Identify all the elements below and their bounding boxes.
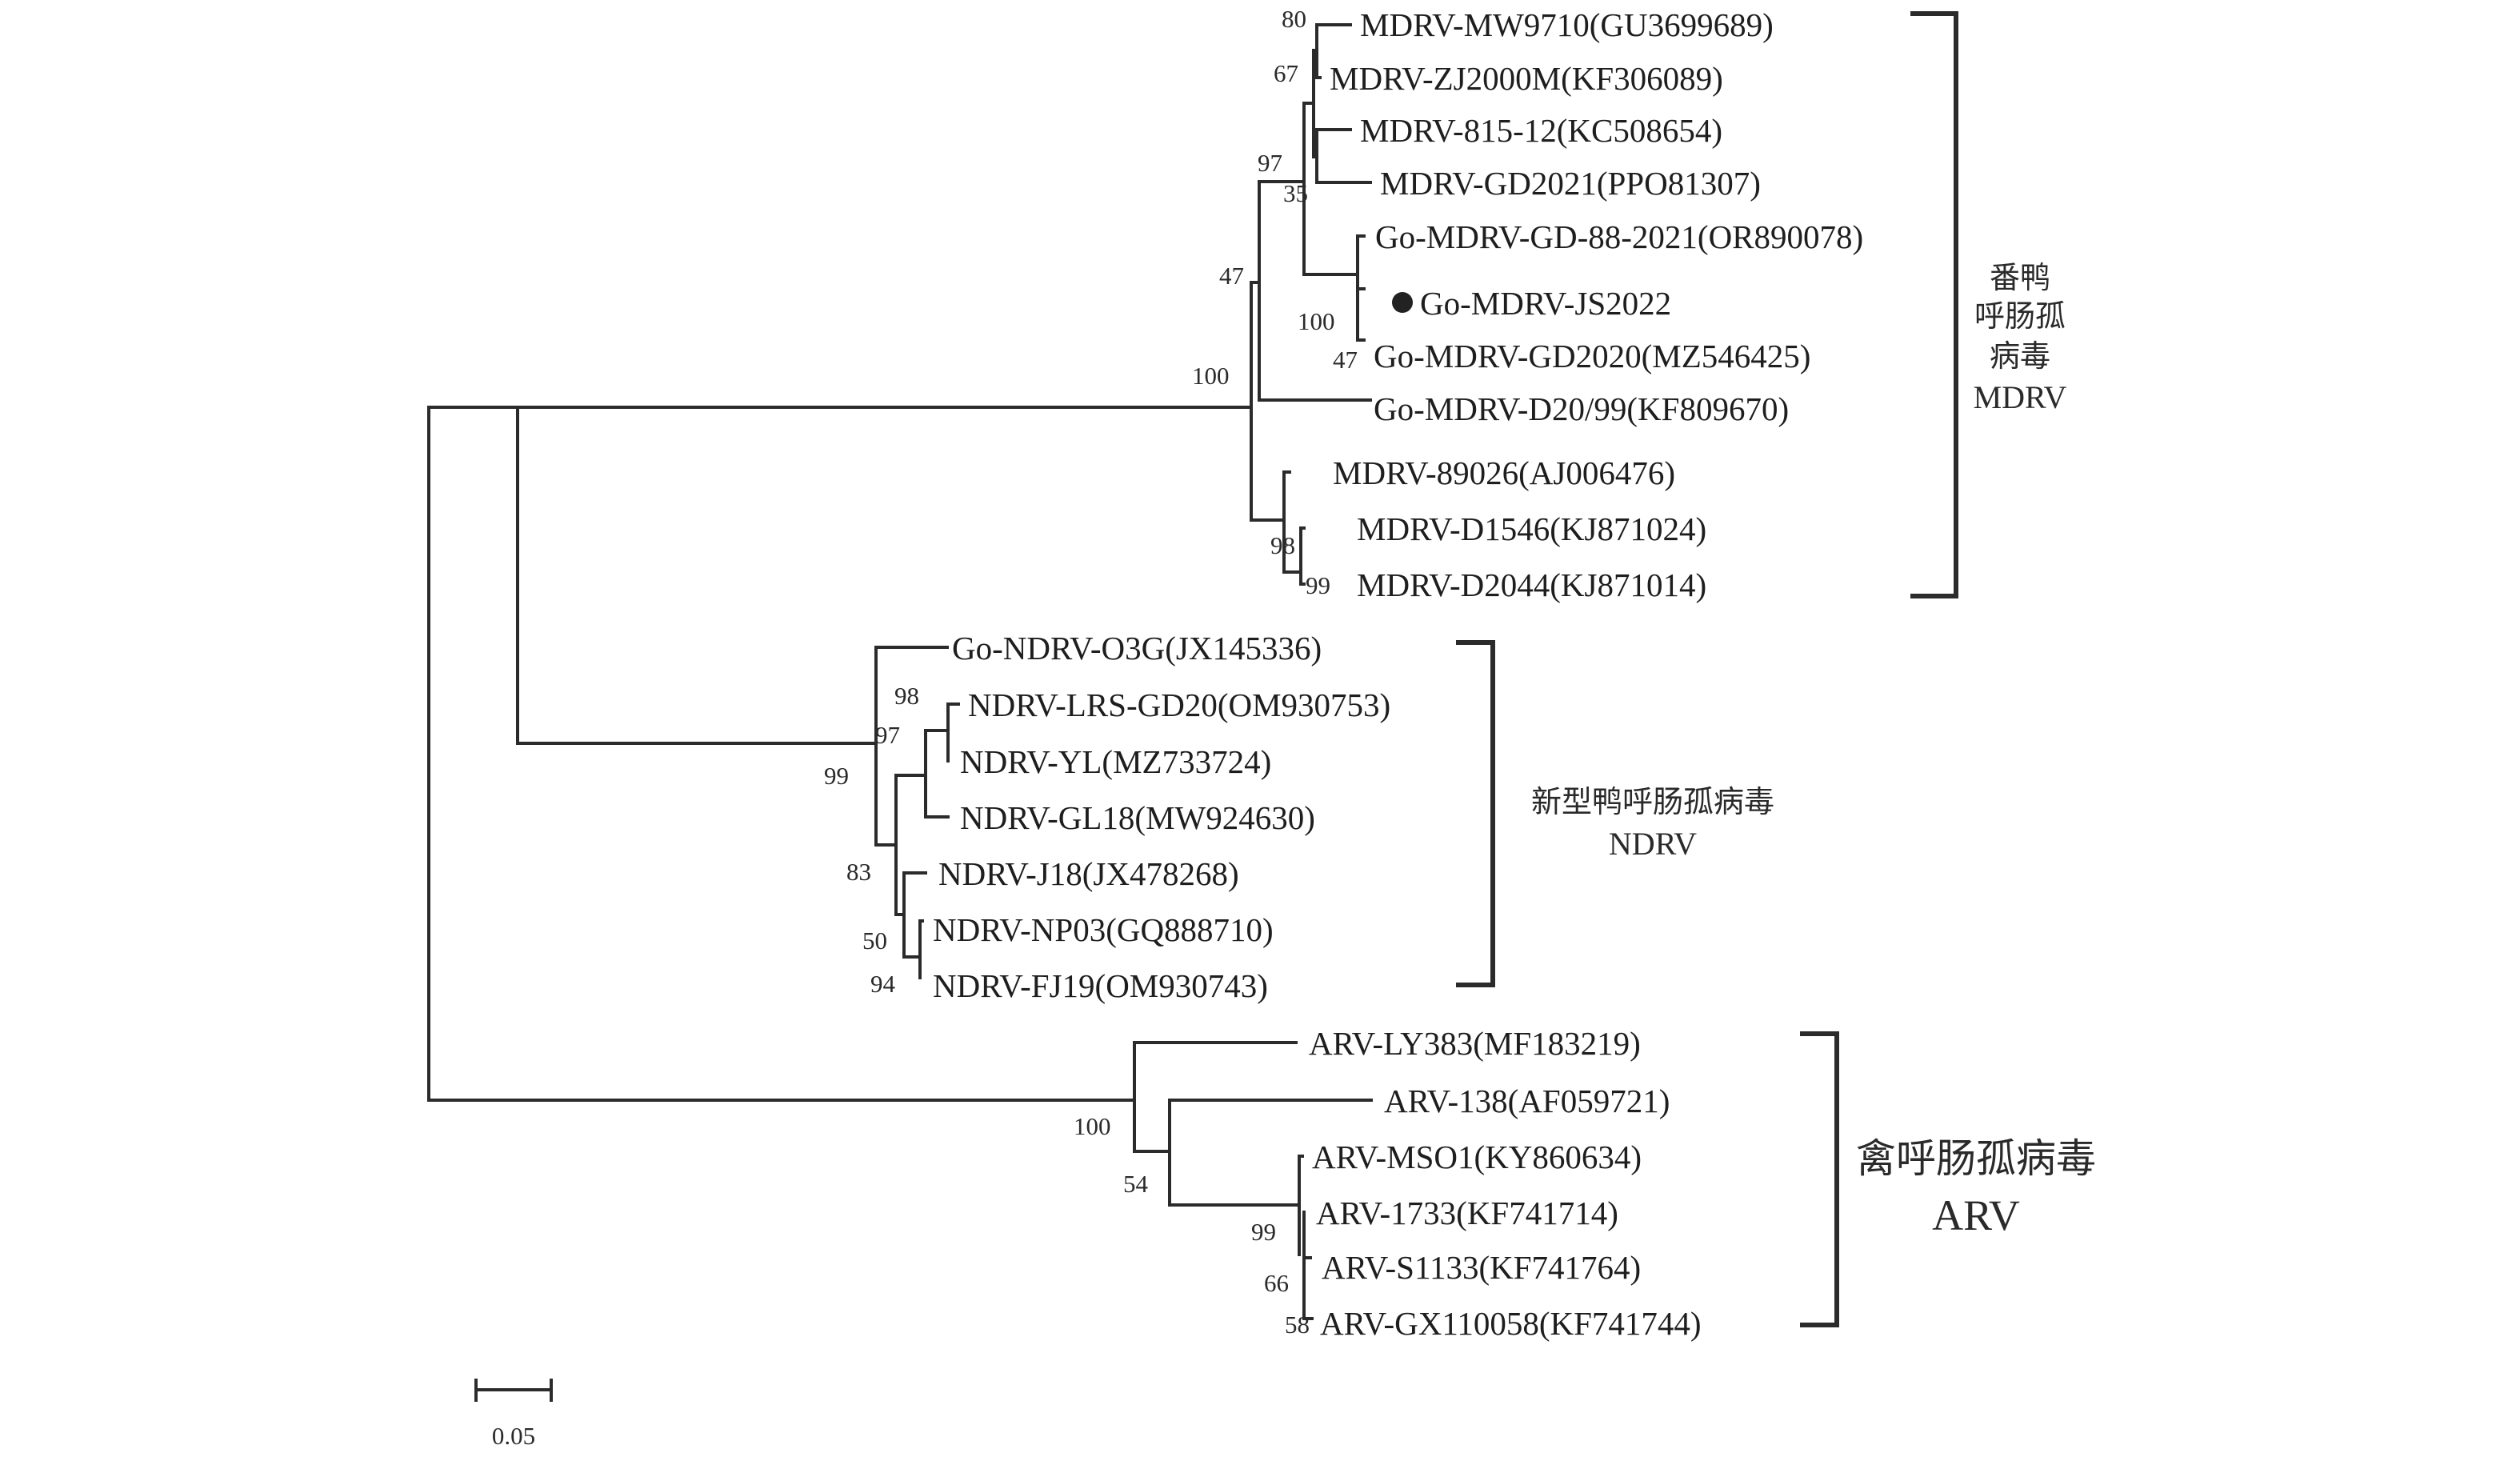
clade-label-line: 新型鸭呼肠孤病毒 [1531, 784, 1774, 819]
bootstrap-value: 47 [1219, 262, 1244, 290]
clade-label-line: 病毒 [1990, 338, 2050, 374]
clade-label-mdrv: 番鸭 呼肠孤 病毒 MDRV [1974, 260, 2067, 415]
bootstrap-value: 67 [1274, 59, 1298, 87]
taxon-label: Go-NDRV-O3G(JX145336) [952, 630, 1322, 666]
clade-label-line: MDRV [1974, 379, 2067, 415]
bootstrap-value: 66 [1264, 1269, 1289, 1297]
bootstrap-value: 100 [1298, 307, 1335, 335]
bootstrap-value: 47 [1333, 346, 1358, 374]
bootstrap-value: 50 [862, 927, 887, 955]
bootstrap-values: 80 67 97 35 47 100 47 100 98 99 98 97 99… [824, 5, 1358, 1339]
clade-bracket-mdrv [1910, 11, 1958, 598]
bootstrap-value: 80 [1282, 5, 1306, 33]
taxon-label: ARV-1733(KF741714) [1316, 1195, 1618, 1231]
scale-bar-line [474, 1379, 553, 1402]
taxon-label: MDRV-MW9710(GU3699689) [1360, 6, 1774, 43]
clade-bracket-ndrv [1456, 640, 1495, 987]
taxon-label: NDRV-NP03(GQ888710) [933, 911, 1274, 948]
taxon-label: ARV-MSO1(KY860634) [1312, 1139, 1642, 1175]
taxon-label: MDRV-D2044(KJ871014) [1357, 566, 1706, 603]
taxon-label: NDRV-FJ19(OM930743) [933, 967, 1268, 1004]
clade-label-line: ARV [1932, 1191, 2020, 1239]
clade-bracket-arv [1800, 1031, 1839, 1327]
taxon-label: MDRV-D1546(KJ871024) [1357, 510, 1706, 547]
clade-label-line: 番鸭 [1990, 260, 2050, 295]
taxon-label: NDRV-LRS-GD20(OM930753) [968, 686, 1390, 723]
taxon-label: ARV-S1133(KF741764) [1322, 1249, 1641, 1286]
clade-label-arv: 禽呼肠孤病毒 ARV [1856, 1135, 2096, 1239]
bootstrap-value: 58 [1285, 1311, 1310, 1339]
clade-label-line: NDRV [1609, 826, 1697, 862]
bootstrap-value: 99 [824, 762, 849, 790]
bootstrap-value: 97 [1258, 149, 1282, 177]
tree-branches [427, 23, 1373, 1320]
taxon-label: NDRV-GL18(MW924630) [960, 799, 1315, 836]
bootstrap-value: 98 [1270, 531, 1295, 559]
taxon-labels: MDRV-MW9710(GU3699689) MDRV-ZJ2000M(KF30… [933, 6, 1863, 1342]
taxon-label: NDRV-YL(MZ733724) [960, 743, 1271, 780]
taxon-label: ARV-GX110058(KF741744) [1320, 1305, 1702, 1342]
taxon-label: Go-MDRV-JS2022 [1420, 285, 1671, 322]
taxon-label: ARV-LY383(MF183219) [1309, 1025, 1641, 1062]
bootstrap-value: 98 [894, 682, 919, 710]
scale-bar: 0.05 [474, 1379, 553, 1450]
bootstrap-value: 99 [1251, 1218, 1276, 1246]
taxon-label: Go-MDRV-GD2020(MZ546425) [1374, 338, 1810, 374]
bootstrap-value: 83 [846, 858, 871, 886]
taxon-label: Go-MDRV-D20/99(KF809670) [1374, 390, 1789, 427]
taxon-label: NDRV-J18(JX478268) [938, 855, 1239, 892]
clade-label-line: 禽呼肠孤病毒 [1856, 1135, 2096, 1182]
bootstrap-value: 100 [1192, 362, 1230, 390]
bootstrap-value: 97 [875, 721, 900, 749]
bootstrap-value: 100 [1074, 1112, 1111, 1140]
taxon-label: MDRV-GD2021(PPO81307) [1380, 165, 1761, 202]
clade-label-line: 呼肠孤 [1974, 298, 2066, 334]
scale-bar-label: 0.05 [492, 1422, 535, 1450]
taxon-label: ARV-138(AF059721) [1384, 1083, 1670, 1119]
bootstrap-value: 54 [1123, 1170, 1149, 1198]
bootstrap-value: 94 [870, 970, 896, 998]
taxon-label: Go-MDRV-GD-88-2021(OR890078) [1375, 218, 1863, 255]
taxon-label: MDRV-815-12(KC508654) [1360, 112, 1722, 149]
highlight-dot-icon [1392, 292, 1413, 313]
clade-label-ndrv: 新型鸭呼肠孤病毒 NDRV [1531, 784, 1774, 862]
taxon-label: MDRV-89026(AJ006476) [1333, 454, 1675, 491]
bootstrap-value: 99 [1306, 571, 1330, 599]
bootstrap-value: 35 [1283, 179, 1308, 207]
taxon-label: MDRV-ZJ2000M(KF306089) [1330, 60, 1723, 97]
